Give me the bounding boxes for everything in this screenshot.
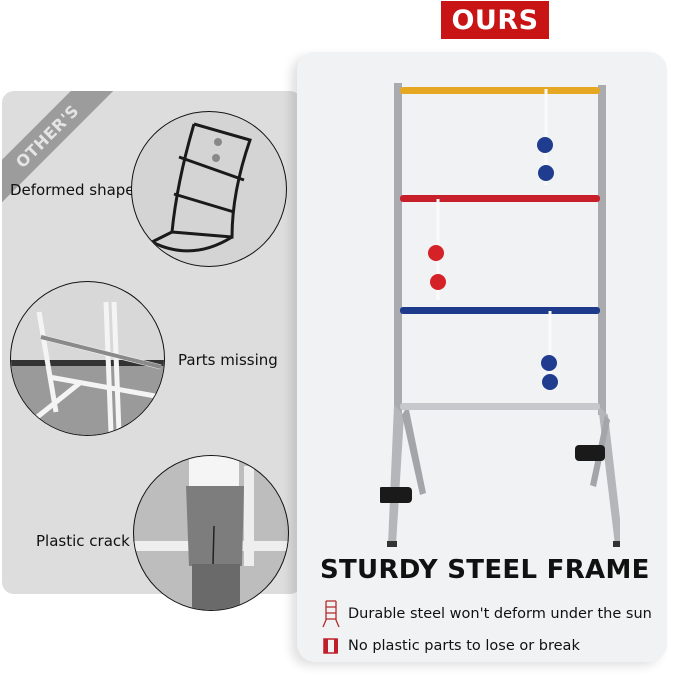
issue-label-deformed: Deformed shape bbox=[10, 181, 135, 199]
feature-item: No plastic parts to lose or break bbox=[322, 637, 580, 655]
feature-text: Durable steel won't deform under the sun bbox=[348, 606, 652, 622]
issue-label-plastic-crack: Plastic crack bbox=[36, 532, 130, 550]
plastic-crack-image bbox=[133, 455, 289, 611]
feature-text: No plastic parts to lose or break bbox=[348, 638, 580, 654]
frame-icon bbox=[322, 637, 340, 655]
headline: STURDY STEEL FRAME bbox=[320, 555, 650, 585]
parts-missing-image bbox=[10, 281, 165, 436]
ours-badge: OURS bbox=[441, 1, 549, 39]
issue-label-parts-missing: Parts missing bbox=[178, 351, 278, 369]
deformed-shape-image bbox=[131, 111, 287, 267]
feature-item: Durable steel won't deform under the sun bbox=[322, 600, 652, 628]
ladder-icon bbox=[322, 600, 340, 628]
ladder-toss-product-image bbox=[380, 75, 620, 550]
